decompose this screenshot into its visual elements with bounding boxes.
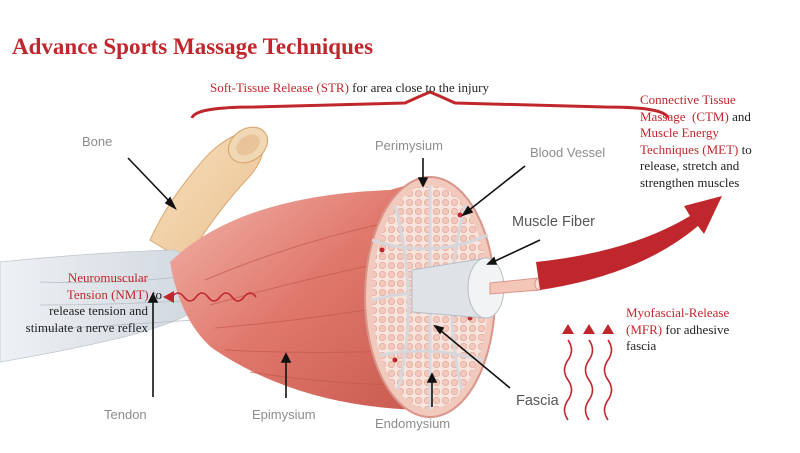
nmt-line2-dark: to xyxy=(148,286,162,302)
mfr-caption: Myofascial-Release (MFR) for adhesive fa… xyxy=(626,305,786,355)
ctm-line2-red: Massage (CTM) xyxy=(640,108,729,124)
str-brace xyxy=(190,90,670,119)
big-red-arrow xyxy=(536,196,722,290)
label-bone: Bone xyxy=(82,134,113,149)
ctm-met-caption: Connective Tissue Massage (CTM) and Musc… xyxy=(640,92,798,191)
str-desc: for area close to the injury xyxy=(348,80,489,95)
nmt-caption: Neuromuscular Tension (NMT) to release t… xyxy=(4,270,162,336)
nmt-line1: Neuromuscular xyxy=(67,270,148,285)
mfr-line2: (MFR) for adhesive xyxy=(626,322,786,339)
nmt-line2-red: Tension (NMT) xyxy=(66,286,149,302)
mfr-line2-red: (MFR) xyxy=(626,321,663,337)
ctm-line3: Muscle Energy xyxy=(640,125,719,140)
mfr-line2-dark: for adhesive xyxy=(662,321,730,337)
label-tendon: Tendon xyxy=(104,407,147,422)
nmt-wave xyxy=(171,292,257,302)
ctm-line4-dark: to xyxy=(738,141,752,157)
mfr-line3: fascia xyxy=(626,338,657,353)
label-fascia: Fascia xyxy=(516,393,559,409)
ctm-line1: Connective Tissue xyxy=(640,92,736,107)
label-epimysium: Epimysium xyxy=(252,407,316,422)
page-title: Advance Sports Massage Techniques xyxy=(12,34,374,59)
mfr-wavy-arrows xyxy=(563,339,613,421)
muscle-belly xyxy=(170,180,425,410)
nmt-line2: Tension (NMT) to xyxy=(4,287,162,304)
ctm-line4-red: Techniques (MET) xyxy=(640,141,739,157)
str-abbr: Soft-Tissue Release (STR) xyxy=(210,80,349,95)
ctm-line4: Techniques (MET) to xyxy=(640,142,798,159)
nmt-line4: stimulate a nerve reflex xyxy=(25,319,148,335)
mfr-line1: Myofascial-Release xyxy=(626,305,730,320)
nmt-line3: release tension and xyxy=(49,303,148,318)
str-caption: Soft-Tissue Release (STR) for area close… xyxy=(210,80,489,97)
label-perimysium: Perimysium xyxy=(375,138,443,153)
label-endomysium: Endomysium xyxy=(375,416,451,431)
ctm-line5: release, stretch and xyxy=(640,158,740,173)
ctm-line6: strengthen muscles xyxy=(640,174,740,190)
label-blood-vessel: Blood Vessel xyxy=(530,145,606,160)
label-muscle-fiber: Muscle Fiber xyxy=(512,214,595,230)
ctm-line2: Massage (CTM) and xyxy=(640,109,798,126)
ctm-line2-dark: and xyxy=(728,108,751,124)
